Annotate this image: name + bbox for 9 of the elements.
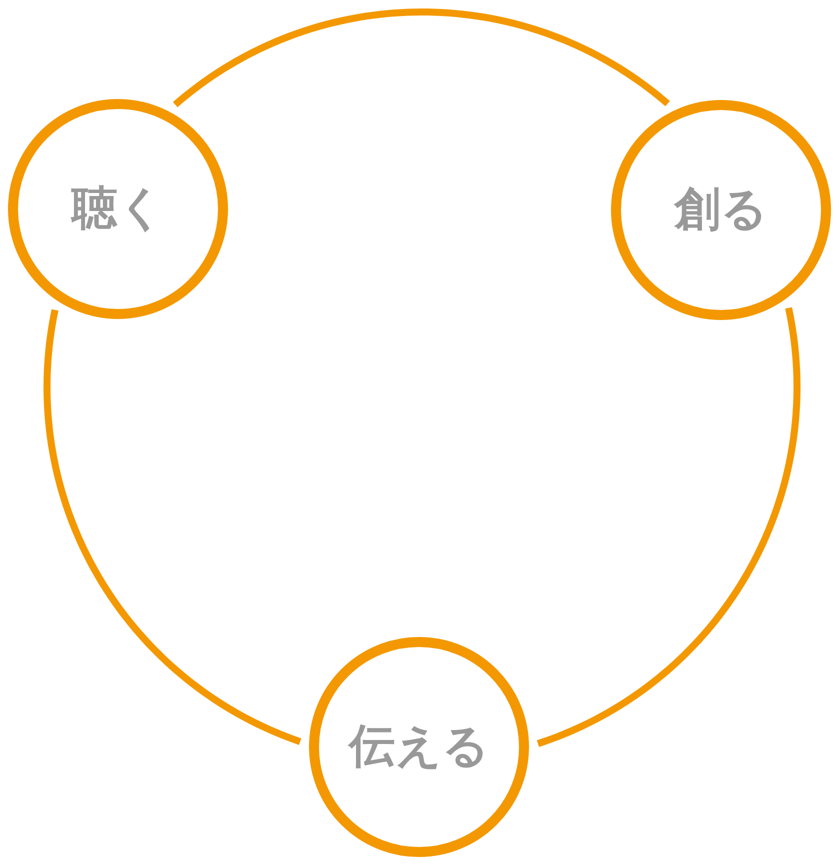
node-label: 聴く [72, 182, 164, 234]
circle-node [611, 100, 831, 320]
connector-arc [172, 8, 670, 108]
connector-arc [536, 307, 800, 747]
circle-node [309, 637, 529, 857]
circle-node [8, 99, 228, 319]
node-label: 伝える [349, 720, 489, 772]
node-label: 創る [674, 184, 768, 234]
connector-arc [44, 309, 302, 745]
